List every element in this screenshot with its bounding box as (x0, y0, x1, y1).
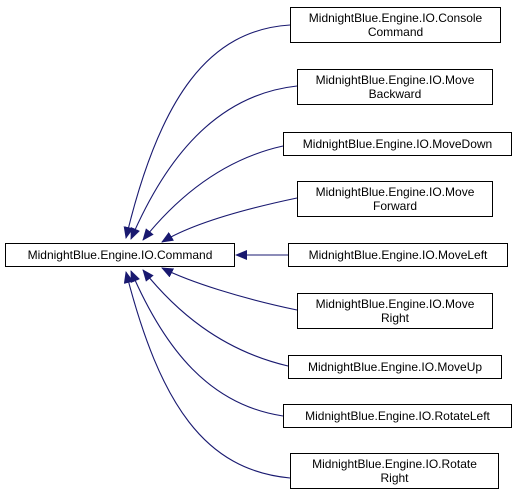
class-node-label: MidnightBlue.Engine.IO.Rotate (312, 457, 477, 471)
class-node-label: MidnightBlue.Engine.IO.RotateLeft (305, 409, 490, 423)
class-node-rotate-left[interactable]: MidnightBlue.Engine.IO.RotateLeft (283, 404, 512, 428)
class-node-move-right[interactable]: MidnightBlue.Engine.IO.Move Right (297, 293, 493, 329)
class-node-label: MidnightBlue.Engine.IO.Command (27, 248, 213, 262)
edge-move-forward (161, 197, 298, 243)
class-node-rotate-right[interactable]: MidnightBlue.Engine.IO.Rotate Right (290, 453, 499, 489)
edge-move-down (142, 145, 284, 241)
class-node-label: MidnightBlue.Engine.IO.MoveDown (302, 137, 493, 151)
edge-move-up (142, 269, 289, 367)
class-node-command[interactable]: MidnightBlue.Engine.IO.Command (5, 243, 235, 267)
class-node-label: Backward (368, 87, 422, 101)
edge-rotate-right (123, 271, 291, 479)
class-node-move-up[interactable]: MidnightBlue.Engine.IO.MoveUp (288, 355, 502, 379)
class-node-label: Command (367, 25, 424, 39)
class-node-label: MidnightBlue.Engine.IO.Move (315, 297, 475, 311)
class-node-label: Forward (372, 199, 417, 213)
edge-move-right (161, 267, 298, 311)
class-node-move-backward[interactable]: MidnightBlue.Engine.IO.Move Backward (297, 69, 493, 105)
class-node-label: MidnightBlue.Engine.IO.Move (315, 73, 475, 87)
class-node-console-command[interactable]: MidnightBlue.Engine.IO.Console Command (290, 7, 501, 43)
inheritance-edges (123, 24, 298, 479)
class-node-label: Right (380, 471, 409, 485)
class-node-label: MidnightBlue.Engine.IO.Move (315, 185, 475, 199)
class-node-move-down[interactable]: MidnightBlue.Engine.IO.MoveDown (283, 132, 512, 156)
edge-move-backward (130, 85, 298, 240)
class-node-move-forward[interactable]: MidnightBlue.Engine.IO.Move Forward (297, 181, 493, 217)
class-node-label: Right (380, 311, 409, 325)
class-node-label: MidnightBlue.Engine.IO.MoveUp (307, 360, 483, 374)
class-node-label: MidnightBlue.Engine.IO.Console (308, 11, 483, 25)
class-node-label: MidnightBlue.Engine.IO.MoveLeft (308, 248, 488, 262)
edge-console-command (123, 24, 291, 239)
class-node-move-left[interactable]: MidnightBlue.Engine.IO.MoveLeft (288, 243, 508, 267)
edge-rotate-left (130, 270, 284, 417)
